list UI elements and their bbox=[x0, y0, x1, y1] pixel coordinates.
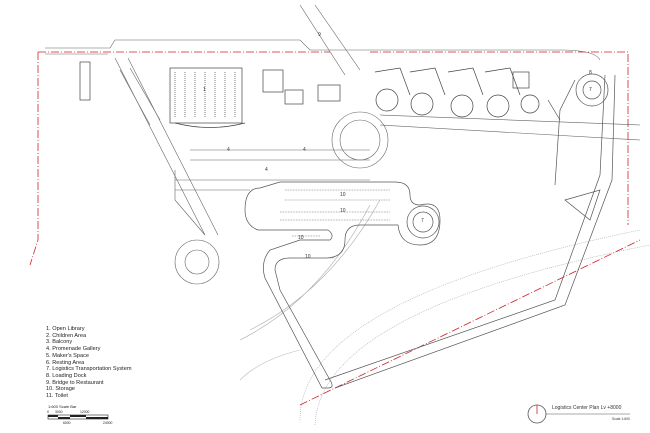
legend-item: 4. Promenade Gallery bbox=[46, 346, 101, 353]
north-arrow bbox=[527, 404, 630, 424]
legend-item: 8. Loading Dock bbox=[46, 372, 87, 379]
plan-label-lts: 7 bbox=[589, 87, 592, 93]
legend-item: 5. Maker's Space bbox=[46, 352, 90, 359]
legend-item: 9. Bridge to Restaurant bbox=[46, 379, 104, 386]
plan-label-storage: 10 bbox=[340, 192, 346, 198]
maker-pods bbox=[262, 67, 540, 118]
plan-label-bridge: 9 bbox=[318, 32, 321, 38]
scale-label: 3000 bbox=[55, 410, 63, 414]
legend-item: 6. Resting Area bbox=[46, 359, 85, 366]
legend-item: 3. Balcony bbox=[46, 339, 73, 346]
legend-item: 2. Children Area bbox=[46, 332, 87, 339]
plan-label-storage: 10 bbox=[305, 254, 311, 260]
scale-label: 6000 bbox=[63, 421, 71, 425]
scale-bar bbox=[47, 414, 109, 420]
logistics-ramp bbox=[244, 73, 616, 389]
plan-scale: Scale 1:600 bbox=[612, 417, 630, 421]
plan-label-gallery: 4 bbox=[227, 147, 230, 153]
library-block bbox=[79, 61, 246, 128]
scale-label: 0 bbox=[47, 410, 49, 414]
plan-label-storage: 10 bbox=[340, 208, 346, 214]
legend-item: 7. Logistics Transportation System bbox=[46, 366, 132, 373]
legend-item: 1. Open Library bbox=[46, 326, 85, 332]
scale-bar-title: 1:600 Scale Bar bbox=[48, 404, 77, 409]
scale-label: 24000 bbox=[103, 421, 113, 425]
plan-label-lts: 7 bbox=[421, 218, 424, 224]
scale-label: 12000 bbox=[80, 410, 90, 414]
legend: 1. Open Library 2. Children Area 3. Balc… bbox=[46, 326, 132, 400]
site-boundary bbox=[29, 51, 641, 406]
roads bbox=[45, 4, 650, 426]
plan-label-gallery: 4 bbox=[265, 167, 268, 173]
plan-label-open-library: 1 bbox=[203, 87, 206, 93]
plan-title: Logistics Center Plan Lv +8000 bbox=[552, 405, 622, 411]
legend-item: 10. Storage bbox=[46, 386, 75, 393]
plan-label-gallery: 4 bbox=[303, 147, 306, 153]
plan-label-storage: 10 bbox=[298, 235, 304, 241]
plan-label-dock: 8 bbox=[589, 70, 592, 76]
legend-item: 11. Toilet bbox=[46, 393, 68, 400]
